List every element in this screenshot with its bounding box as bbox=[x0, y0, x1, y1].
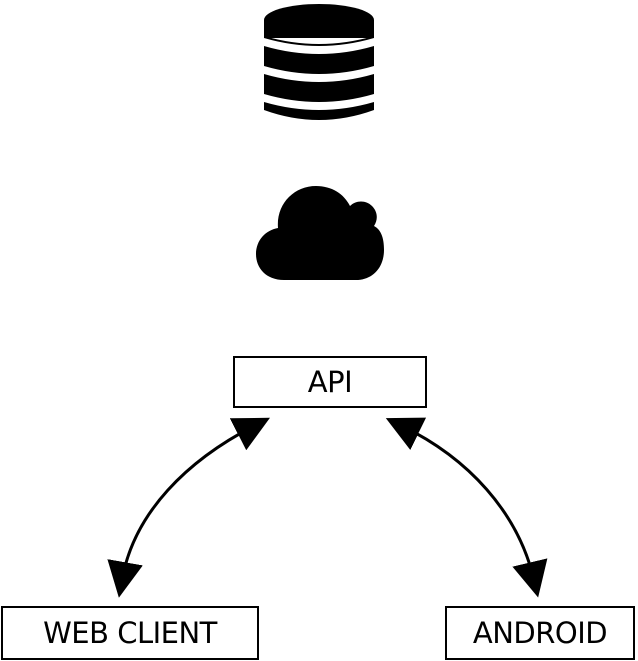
api-node: API bbox=[233, 356, 427, 408]
android-label: ANDROID bbox=[472, 616, 608, 650]
android-node: ANDROID bbox=[445, 606, 635, 660]
edge-api-webclient bbox=[107, 417, 270, 598]
web-client-label: WEB CLIENT bbox=[43, 616, 217, 650]
cloud-icon bbox=[256, 186, 384, 280]
edge-api-android bbox=[385, 417, 548, 598]
web-client-node: WEB CLIENT bbox=[1, 606, 259, 660]
database-icon bbox=[264, 4, 374, 120]
api-label: API bbox=[307, 365, 353, 399]
